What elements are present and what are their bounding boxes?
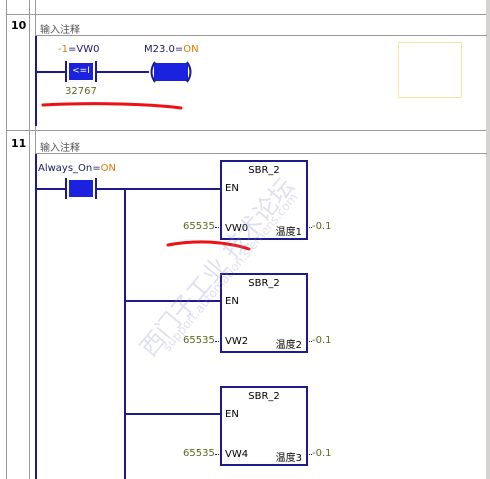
network-11-power-rail — [35, 154, 37, 479]
network-11-wire-rail-to-contact — [35, 188, 65, 190]
network-11-comment-separator — [35, 153, 487, 154]
network-10-comment[interactable]: 输入注释 — [40, 25, 80, 36]
block-2-output-label: 温度2 — [275, 340, 302, 351]
block-1-input-value[interactable]: 65535 — [183, 221, 215, 232]
network-11-wire-contact-to-block1 — [97, 188, 221, 190]
network-11-comment[interactable]: 输入注释 — [40, 143, 80, 154]
network-11-number[interactable]: 11 — [11, 137, 27, 150]
network-11-wire-branch-to-block3 — [124, 413, 221, 415]
block-3-title: SBR_2 — [248, 391, 280, 402]
sbr-2-block-3[interactable]: SBR_2 EN VW4 温度3 — [220, 386, 308, 466]
block-1-input-pin — [215, 227, 221, 228]
vertical-scrollbar[interactable] — [486, 0, 490, 479]
sbr-2-block-2[interactable]: SBR_2 EN VW2 温度2 — [220, 273, 308, 353]
coil-address: M23.0 — [144, 44, 175, 55]
coil-address-label[interactable]: M23.0=ON — [144, 44, 199, 55]
compare-operator: <=I — [69, 63, 93, 80]
compare-contact-address-label[interactable]: -1=VW0 — [58, 44, 100, 55]
block-3-input-address: VW4 — [225, 449, 249, 460]
block-1-title: SBR_2 — [248, 165, 280, 176]
red-annotation-underline-2 — [166, 240, 251, 251]
network-11-branch-vertical — [124, 188, 126, 479]
compare-right-operand[interactable]: 32767 — [65, 86, 97, 97]
network-11-top-border — [6, 130, 486, 131]
always-on-contact-label[interactable]: Always_On=ON — [38, 163, 117, 174]
always-on-contact[interactable] — [65, 178, 97, 199]
always-on-address: Always_On — [38, 163, 93, 174]
block-2-output-pin — [306, 341, 312, 342]
network-10-power-rail — [35, 36, 37, 126]
network-10-wire-rail-to-contact — [35, 71, 65, 73]
network-10-comment-separator — [35, 35, 487, 36]
network-10-wire-contact-to-coil — [97, 71, 149, 73]
block-1-output-value[interactable]: -0.1 — [312, 221, 332, 232]
compare-address: VW0 — [76, 44, 100, 55]
block-3-input-pin — [215, 454, 221, 455]
empty-comment-box[interactable] — [398, 42, 462, 98]
always-on-state: ON — [100, 163, 117, 174]
block-1-input-address: VW0 — [225, 223, 249, 234]
block-2-output-value[interactable]: -0.1 — [312, 335, 332, 346]
compare-left-operand: -1 — [58, 44, 68, 55]
block-2-title: SBR_2 — [248, 278, 280, 289]
left-margin-line — [6, 0, 7, 479]
block-3-output-label: 温度3 — [275, 453, 302, 464]
network-10-top-border — [6, 14, 486, 15]
left-rung-gutter-line — [29, 0, 30, 479]
sbr-2-block-1[interactable]: SBR_2 EN VW0 温度1 — [220, 160, 308, 240]
block-3-output-value[interactable]: -0.1 — [312, 448, 332, 459]
block-1-output-label: 温度1 — [275, 227, 302, 238]
block-2-en: EN — [225, 296, 239, 307]
block-2-input-address: VW2 — [225, 336, 249, 347]
block-3-input-value[interactable]: 65535 — [183, 448, 215, 459]
network-11-wire-branch-to-block2 — [124, 300, 221, 302]
block-2-input-value[interactable]: 65535 — [183, 335, 215, 346]
block-3-en: EN — [225, 409, 239, 420]
block-1-en: EN — [225, 183, 239, 194]
block-1-output-pin — [306, 227, 312, 228]
compare-contact[interactable]: <=I — [65, 61, 97, 82]
block-3-output-pin — [306, 454, 312, 455]
network-10-number[interactable]: 10 — [11, 19, 27, 32]
coil-state: ON — [183, 44, 199, 55]
output-coil-m23-0[interactable] — [147, 61, 195, 83]
red-annotation-underline-1 — [41, 102, 183, 110]
block-2-input-pin — [215, 341, 221, 342]
